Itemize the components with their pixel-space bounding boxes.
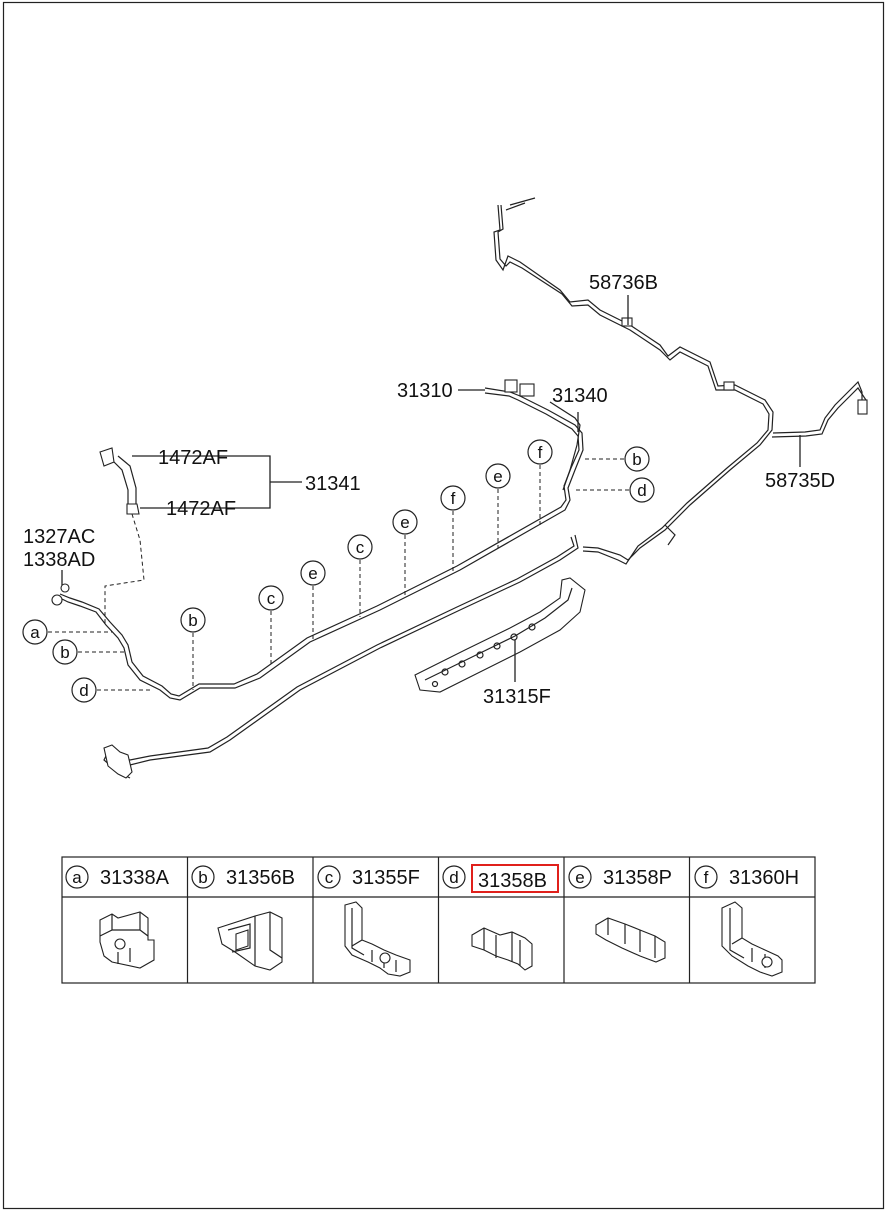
rear-brake-tube bbox=[493, 197, 868, 565]
callout-letter: d bbox=[79, 681, 88, 700]
label-58735D: 58735D bbox=[765, 470, 835, 492]
fuel-hose-assembly bbox=[99, 447, 145, 625]
callout-letter: e bbox=[493, 467, 502, 486]
fuel-tube-assembly bbox=[51, 379, 584, 779]
leader-31341-bracket bbox=[132, 455, 302, 509]
table-letter: a bbox=[72, 868, 82, 887]
label-1327AC: 1327AC bbox=[23, 526, 95, 548]
callout-f bbox=[527, 439, 553, 465]
table-part-number: 31360H bbox=[729, 867, 799, 889]
connector bbox=[504, 379, 518, 393]
callout-letter: b bbox=[60, 643, 69, 662]
table-header-d: d 31358B bbox=[442, 864, 559, 893]
table-header-c: c 31355F bbox=[317, 865, 420, 889]
callout-c bbox=[258, 585, 284, 611]
hose-clamp bbox=[99, 447, 115, 467]
callout-b-left bbox=[52, 639, 78, 665]
table-letter: d bbox=[449, 868, 458, 887]
table-letter: c bbox=[325, 868, 334, 887]
tube-end-bracket bbox=[103, 744, 133, 779]
label-1472AF-bottom: 1472AF bbox=[166, 498, 236, 520]
label-1338AD: 1338AD bbox=[23, 549, 95, 571]
highlight-box bbox=[471, 864, 559, 893]
callout-letter: b bbox=[188, 611, 197, 630]
fitting bbox=[60, 583, 70, 593]
clip-31358B-illustration bbox=[471, 927, 533, 971]
callout-letter: c bbox=[356, 538, 365, 557]
callout-a bbox=[22, 619, 48, 645]
table-header-e: e 31358P bbox=[568, 865, 672, 889]
table-header-f: f 31360H bbox=[694, 865, 799, 889]
label-58736B: 58736B bbox=[589, 272, 658, 294]
callout-letter: e bbox=[308, 564, 317, 583]
table-part-number: 31358P bbox=[603, 867, 672, 889]
label-1472AF-top: 1472AF bbox=[158, 447, 228, 469]
callout-e bbox=[300, 560, 326, 586]
label-31310: 31310 bbox=[397, 380, 453, 402]
tube-clip bbox=[723, 381, 735, 391]
callout-letter: e bbox=[400, 513, 409, 532]
table-part-number-highlighted[interactable]: 31358B bbox=[478, 870, 547, 892]
callouts: b d f e f e c e c b a b bbox=[22, 439, 655, 703]
callout-letter: f bbox=[538, 443, 543, 462]
clip-31338A-illustration bbox=[99, 911, 155, 969]
clip-31360H-illustration bbox=[721, 901, 783, 977]
label-31341: 31341 bbox=[305, 473, 361, 495]
clip-31358P-illustration bbox=[595, 917, 666, 963]
callout-b-right bbox=[624, 446, 650, 472]
clip-31356B-illustration bbox=[217, 911, 283, 971]
table-part-number: 31355F bbox=[352, 867, 420, 889]
callout-letter: b bbox=[632, 450, 641, 469]
table-letter: b bbox=[198, 868, 207, 887]
parts-table: a 31338A b 31356B c 31355F d 31358B e 31… bbox=[61, 856, 816, 984]
clip-31355F-illustration bbox=[344, 901, 411, 977]
callout-b bbox=[180, 607, 206, 633]
tube-fitting bbox=[857, 399, 868, 415]
callout-letter: d bbox=[637, 481, 646, 500]
callout-letter: a bbox=[30, 623, 40, 642]
callout-d-left bbox=[71, 677, 97, 703]
callout-letter: f bbox=[451, 489, 456, 508]
callout-letter: c bbox=[267, 589, 276, 608]
fitting bbox=[51, 594, 63, 606]
label-31340: 31340 bbox=[552, 385, 608, 407]
table-letter: e bbox=[575, 868, 584, 887]
callout-e bbox=[392, 509, 418, 535]
table-part-number: 31356B bbox=[226, 867, 295, 889]
callout-e bbox=[485, 463, 511, 489]
table-part-number: 31338A bbox=[100, 867, 170, 889]
tube-protector-31315F bbox=[414, 577, 586, 693]
table-header-b: b 31356B bbox=[191, 865, 295, 889]
label-31315F: 31315F bbox=[483, 686, 551, 708]
callout-f bbox=[440, 485, 466, 511]
callout-c bbox=[347, 534, 373, 560]
callout-d-right bbox=[629, 477, 655, 503]
table-letter: f bbox=[704, 868, 709, 887]
connector bbox=[519, 383, 535, 397]
tube-clip bbox=[621, 317, 633, 327]
table-header-a: a 31338A bbox=[65, 865, 170, 889]
hose-clamp bbox=[126, 503, 140, 515]
